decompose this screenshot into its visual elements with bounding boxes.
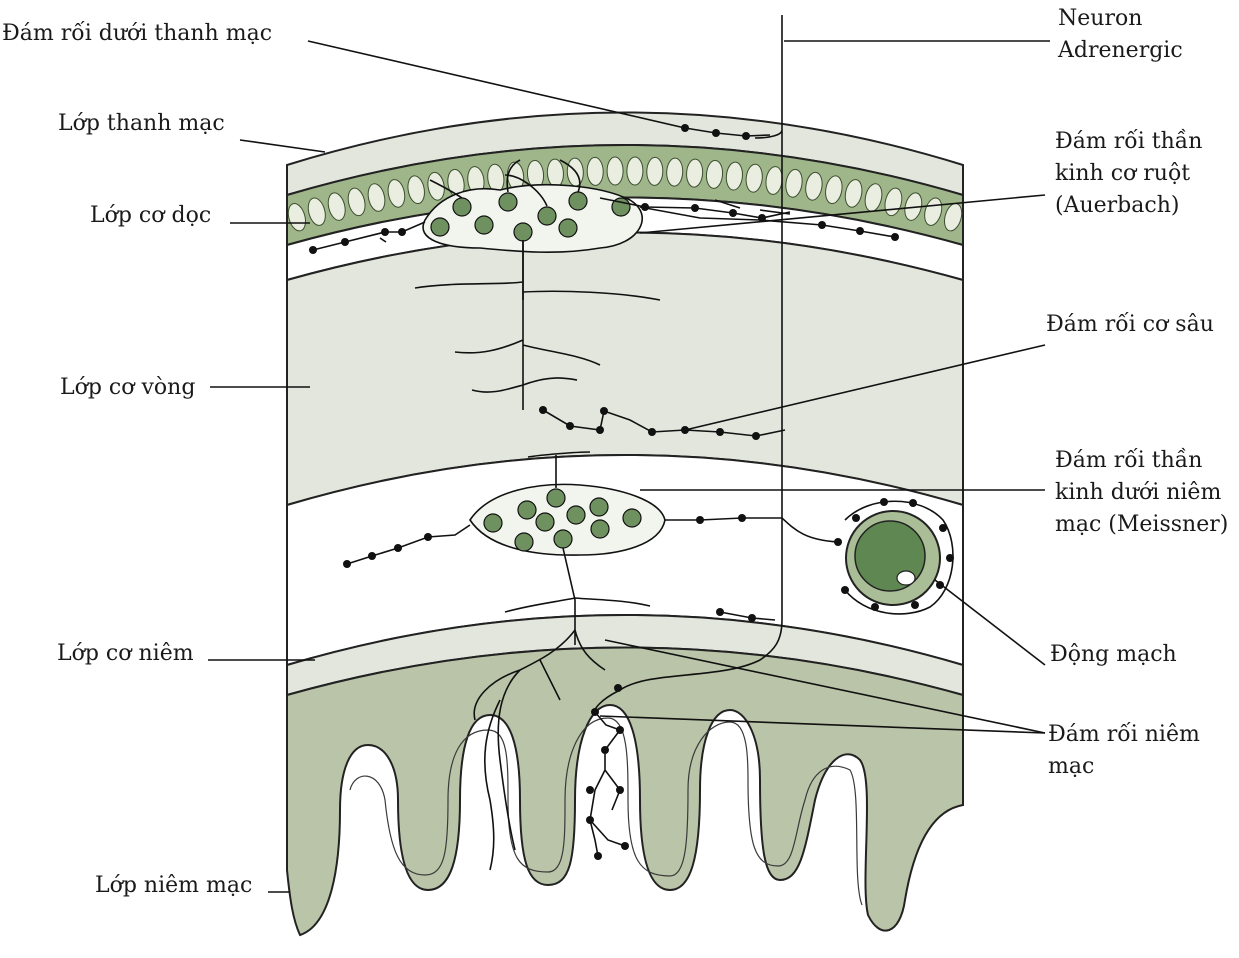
submucosal-plexus-fiber: [346, 517, 839, 565]
submucosal-neuron: [589, 497, 609, 517]
deep-muscular-plexus-fiber: [542, 409, 786, 437]
labels: Đám rối dưới thanh mạc Neuron Adrenergic…: [2, 6, 1228, 898]
muscle-cell: [626, 156, 644, 186]
muscle-cell: [427, 171, 445, 201]
artery-vein: [896, 570, 916, 586]
muscle-cell: [327, 192, 346, 221]
nerve-fibers: [312, 15, 896, 871]
myenteric-neuron-process: [429, 159, 581, 300]
muscle-cell: [287, 203, 306, 232]
muscle-cell: [307, 197, 326, 226]
muscle-cell: [387, 179, 406, 208]
muscle-cell: [725, 161, 743, 191]
leader-deep-muscular: [684, 344, 1046, 431]
nerve-varicosities: [309, 124, 954, 860]
muscle-cell: [745, 163, 763, 193]
label-myenteric-plexus-line3: (Auerbach): [1055, 193, 1179, 218]
label-mucosal-plexus-line1: Đám rối niêm: [1048, 721, 1200, 747]
muscle-cell: [686, 158, 704, 188]
muscle-cell: [646, 156, 664, 186]
leader-artery: [934, 579, 1046, 666]
mucosal-plexus-branches: [473, 629, 606, 871]
leader-subserosal: [307, 40, 686, 129]
villi-inner-edge: [349, 717, 863, 906]
muscle-cell: [407, 175, 425, 205]
muscle-cell: [367, 183, 386, 212]
label-submucosal-plexus-line1: Đám rối thần: [1055, 447, 1202, 473]
muscle-cell: [805, 171, 823, 201]
muscle-cell: [844, 179, 863, 208]
label-circular-muscle: Lớp cơ vòng: [60, 375, 195, 400]
submucosal-neuron: [535, 512, 555, 532]
leader-myenteric: [639, 194, 1046, 234]
submucosal-neuron: [514, 532, 534, 552]
interplexus-connector: [527, 451, 591, 488]
submucosal-ganglion: [469, 483, 666, 556]
label-submucosal-plexus-line2: kinh dưới niêm: [1055, 480, 1221, 505]
myenteric-neuron: [568, 191, 588, 211]
artery-nerve-ring: [844, 500, 954, 615]
label-mucosal-plexus-line2: mạc: [1048, 754, 1094, 779]
submucosa-branch: [504, 597, 651, 613]
muscle-cell: [606, 156, 624, 186]
leader-mucosal-2: [599, 715, 1046, 734]
myenteric-neuron: [537, 206, 557, 226]
muscle-cell: [785, 168, 803, 198]
myenteric-neuron: [558, 218, 578, 238]
myenteric-neuron: [452, 197, 472, 217]
myenteric-neuron: [513, 222, 533, 242]
artery: [844, 500, 954, 615]
label-myenteric-plexus-line2: kinh cơ ruột: [1055, 161, 1190, 186]
muscle-cell: [666, 157, 684, 187]
myenteric-neuron: [498, 192, 518, 212]
mucosa-layer: [286, 646, 964, 937]
circular-muscle-branches: [414, 240, 661, 410]
submucosal-neuron: [517, 500, 537, 520]
adrenergic-axon: [593, 15, 783, 716]
submucosal-neuron: [622, 508, 642, 528]
myenteric-ganglion: [422, 184, 643, 253]
label-adrenergic-neuron-line2: Adrenergic: [1057, 38, 1183, 63]
leader-lines: [208, 40, 1050, 893]
submucosal-neuron: [566, 505, 586, 525]
muscle-cell: [586, 156, 604, 186]
submucosal-to-mucosa-fiber: [562, 547, 576, 630]
label-muscularis-mucosae: Lớp cơ niêm: [57, 641, 194, 666]
label-mucosa: Lớp niêm mạc: [95, 873, 252, 898]
subserosal-plexus-fiber: [684, 127, 771, 137]
label-myenteric-plexus-line1: Đám rối thần: [1055, 128, 1202, 154]
label-submucosal-plexus-line3: mạc (Meissner): [1055, 512, 1228, 537]
myenteric-neuron: [430, 217, 450, 237]
leader-mucosal-1: [604, 639, 1046, 734]
submucosal-neuron: [590, 519, 610, 539]
label-longitudinal-muscle: Lớp cơ dọc: [90, 203, 211, 228]
label-deep-muscular-plexus: Đám rối cơ sâu: [1046, 311, 1214, 337]
label-artery: Động mạch: [1050, 642, 1177, 667]
longitudinal-muscle-cells: [287, 156, 963, 232]
label-adrenergic-neuron-line1: Neuron: [1058, 6, 1142, 31]
leader-serosa: [239, 139, 326, 153]
label-subserosal-plexus: Đám rối dưới thanh mạc: [2, 20, 272, 46]
muscle-cell: [347, 187, 366, 217]
muscle-cell: [705, 159, 724, 189]
submucosal-neuron: [546, 488, 566, 508]
label-serosa: Lớp thanh mạc: [58, 111, 225, 136]
myenteric-neuron: [474, 215, 494, 235]
submucosal-neuron: [553, 529, 573, 549]
muscle-cell: [825, 175, 843, 205]
submucosal-neuron: [483, 513, 503, 533]
